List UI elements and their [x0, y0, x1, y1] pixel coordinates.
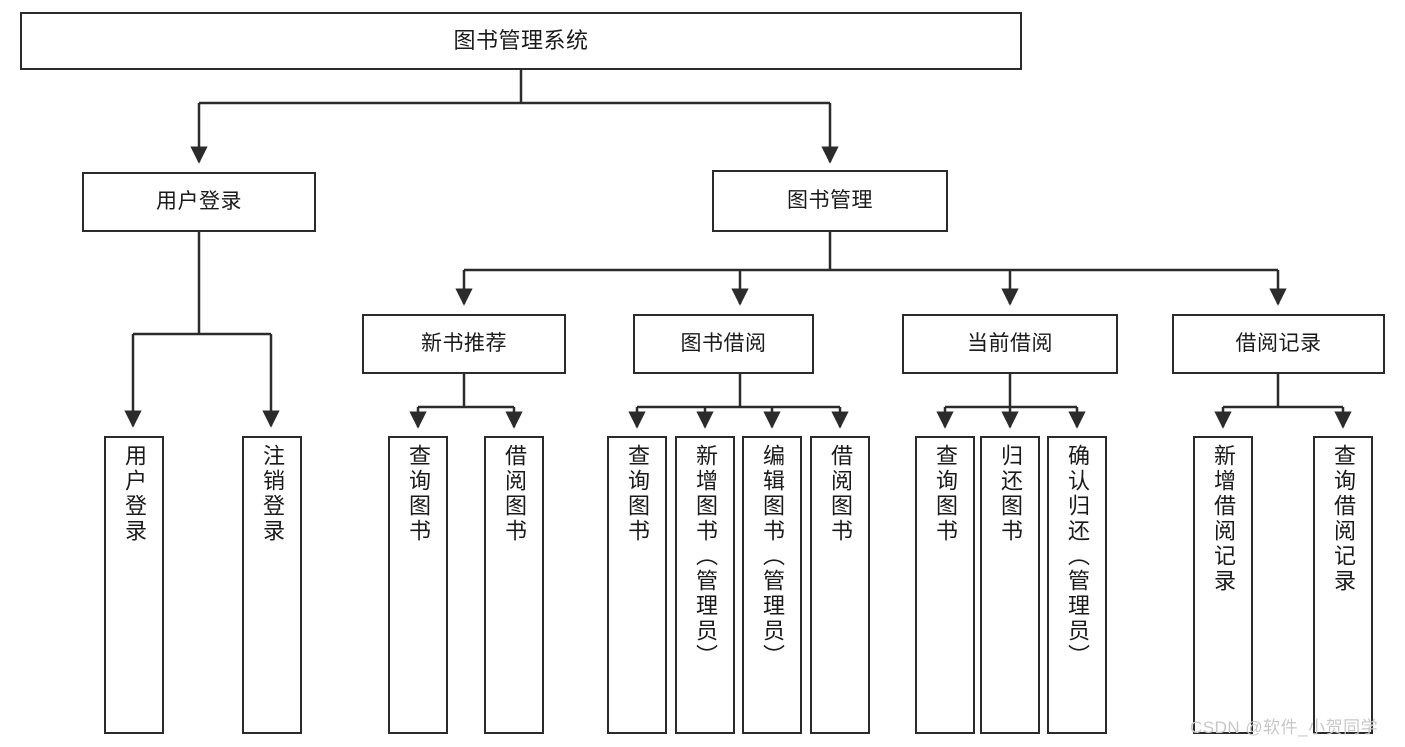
node-label: 编辑图书（管理员）	[759, 444, 785, 669]
node-label: 新书推荐	[421, 331, 507, 355]
node-leaf-borrow-book-1[interactable]: 借阅图书	[484, 436, 544, 734]
node-label: 注销登录	[259, 444, 285, 544]
node-label: 查询图书	[932, 444, 958, 544]
node-leaf-query-book-3[interactable]: 查询图书	[915, 436, 975, 734]
node-new-book-recommend[interactable]: 新书推荐	[362, 314, 566, 374]
node-leaf-user-login[interactable]: 用户登录	[104, 436, 164, 734]
node-root-system[interactable]: 图书管理系统	[20, 12, 1022, 70]
node-label: 用户登录	[156, 189, 242, 213]
node-label: 确认归还（管理员）	[1064, 444, 1090, 669]
node-leaf-query-record[interactable]: 查询借阅记录	[1313, 436, 1373, 734]
node-label: 查询借阅记录	[1330, 444, 1356, 594]
node-book-borrow[interactable]: 图书借阅	[633, 314, 814, 374]
node-label: 查询图书	[624, 444, 650, 544]
node-leaf-add-record[interactable]: 新增借阅记录	[1193, 436, 1253, 734]
node-current-borrow[interactable]: 当前借阅	[902, 314, 1118, 374]
node-label: 查询图书	[405, 444, 431, 544]
node-leaf-confirm-return[interactable]: 确认归还（管理员）	[1047, 436, 1107, 734]
node-label: 借阅记录	[1235, 331, 1322, 355]
node-leaf-query-book-2[interactable]: 查询图书	[607, 436, 667, 734]
node-label: 当前借阅	[967, 331, 1053, 355]
node-label: 新增借阅记录	[1210, 444, 1236, 594]
node-label: 新增图书（管理员）	[692, 444, 718, 669]
node-leaf-add-book[interactable]: 新增图书（管理员）	[675, 436, 735, 734]
node-leaf-edit-book[interactable]: 编辑图书（管理员）	[742, 436, 802, 734]
node-label: 归还图书	[997, 444, 1023, 544]
node-borrow-record[interactable]: 借阅记录	[1172, 314, 1385, 374]
node-leaf-query-book-1[interactable]: 查询图书	[388, 436, 448, 734]
node-label: 借阅图书	[827, 444, 853, 544]
node-label: 借阅图书	[501, 444, 527, 544]
node-leaf-return-book[interactable]: 归还图书	[980, 436, 1040, 734]
node-label: 图书借阅	[680, 331, 767, 355]
node-user-login[interactable]: 用户登录	[82, 172, 316, 232]
node-label: 图书管理系统	[453, 28, 589, 54]
node-label: 用户登录	[121, 444, 147, 544]
node-leaf-borrow-book-2[interactable]: 借阅图书	[810, 436, 870, 734]
node-book-manage[interactable]: 图书管理	[712, 170, 948, 232]
node-label: 图书管理	[787, 188, 873, 212]
node-leaf-logout-login[interactable]: 注销登录	[242, 436, 302, 734]
